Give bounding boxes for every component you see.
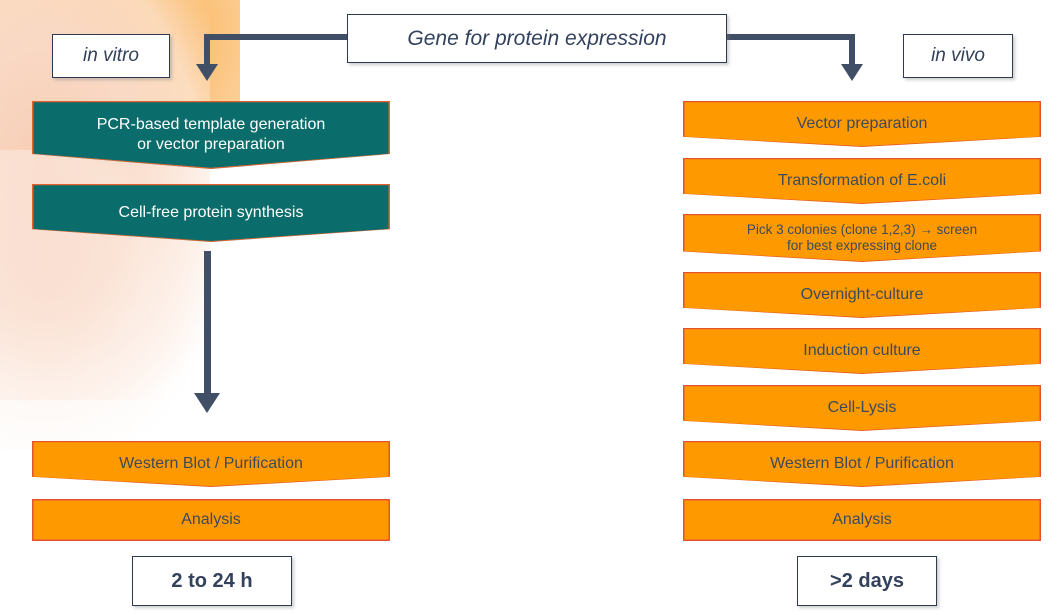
duration-box-in-vivo-text: >2 days <box>830 569 904 592</box>
process-step-right-western-blot-purification: Western Blot / Purification <box>683 441 1041 487</box>
process-step-right-analysis: Analysis <box>683 499 1041 541</box>
process-step-induction-culture: Induction culture <box>683 328 1041 374</box>
process-step-label: Analysis <box>181 511 241 529</box>
process-step-label: Induction culture <box>803 342 921 360</box>
process-step-label: Cell-free protein synthesis <box>118 204 304 222</box>
process-step-label: Vector preparation <box>796 115 928 133</box>
duration-box-in-vitro-text: 2 to 24 h <box>171 569 253 592</box>
branch-label-in-vitro: in vitro <box>52 34 170 78</box>
process-step-label: Western Blot / Purification <box>770 455 954 473</box>
process-step-overnight-culture: Overnight-culture <box>683 272 1041 318</box>
process-step-left-analysis: Analysis <box>32 499 390 541</box>
branch-label-in-vivo: in vivo <box>903 34 1013 78</box>
process-step-vector-preparation: Vector preparation <box>683 101 1041 147</box>
process-step-label: Overnight-culture <box>800 286 924 304</box>
process-step-left-western-blot-purification: Western Blot / Purification <box>32 441 390 487</box>
connector-left-horizontal <box>204 34 349 40</box>
arrowhead-left-long <box>194 393 220 413</box>
process-step-label: Western Blot / Purification <box>119 455 303 473</box>
process-step-cell-free-protein-synthesis: Cell-free protein synthesis <box>32 184 390 242</box>
process-step-label: Analysis <box>832 511 892 529</box>
arrowhead-left-top <box>196 64 218 81</box>
connector-left-vertical <box>204 34 210 66</box>
connector-right-horizontal <box>725 34 855 40</box>
duration-box-in-vivo: >2 days <box>797 556 937 606</box>
connector-right-vertical <box>849 34 855 66</box>
branch-label-in-vivo-text: in vivo <box>931 45 985 66</box>
duration-box-in-vitro: 2 to 24 h <box>132 556 292 606</box>
branch-label-in-vitro-text: in vitro <box>83 45 139 66</box>
connector-left-long-shaft <box>204 251 211 396</box>
process-step-label: Transformation of E.coli <box>777 172 947 190</box>
arrowhead-right-top <box>841 64 863 81</box>
title-box-gene-for-protein-expression: Gene for protein expression <box>347 14 727 63</box>
title-box-label: Gene for protein expression <box>407 26 667 50</box>
process-step-label: Cell-Lysis <box>827 399 897 417</box>
process-step-transformation-of-ecoli: Transformation of E.coli <box>683 158 1041 204</box>
process-step-cell-lysis: Cell-Lysis <box>683 385 1041 431</box>
